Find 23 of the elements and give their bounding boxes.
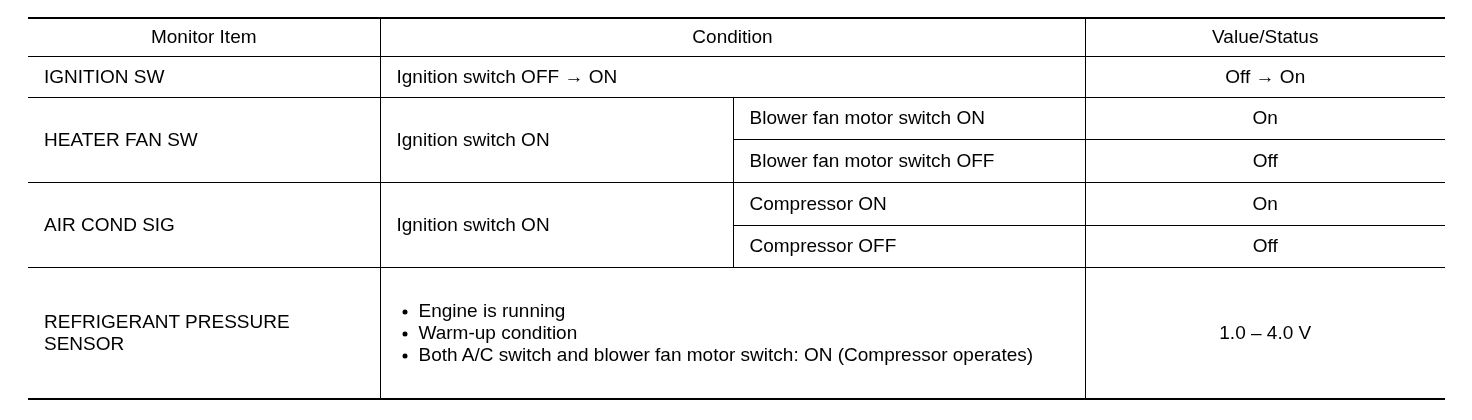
condition-text: Compressor OFF	[749, 235, 897, 256]
bullet-item: Engine is running	[396, 299, 1047, 322]
column-header: Monitor Item	[150, 26, 257, 48]
condition-text: Ignition switch OFF → ON	[396, 65, 618, 87]
value-text: Off	[1252, 235, 1278, 256]
condition-text: Ignition switch ON	[396, 128, 550, 150]
value-text: 1.0 – 4.0 V	[1219, 321, 1312, 343]
condition-text: Blower fan motor switch ON	[749, 107, 985, 128]
condition-text: Compressor ON	[749, 192, 887, 214]
column-header: Value/Status	[1212, 26, 1319, 48]
column-header: Condition	[692, 26, 773, 48]
value-text: Off → On	[1225, 65, 1306, 87]
condition-text: Blower fan motor switch OFF	[749, 149, 995, 171]
monitor-item-text: AIR COND SIG	[44, 213, 175, 235]
value-text: Off	[1252, 149, 1278, 171]
monitor-item-text: REFRIGERANT PRESSURE SENSOR	[44, 310, 290, 354]
bullet-item: Warm-up condition	[396, 321, 1047, 344]
monitor-item-text: HEATER FAN SW	[44, 128, 198, 150]
bullet-item: Both A/C switch and blower fan motor switch: ON (Compressor operates)	[396, 343, 1047, 366]
value-text: On	[1252, 192, 1278, 214]
value-text: On	[1252, 107, 1278, 128]
condition-text: Ignition switch ON	[396, 213, 550, 235]
monitor-item-text: IGNITION SW	[44, 65, 165, 87]
